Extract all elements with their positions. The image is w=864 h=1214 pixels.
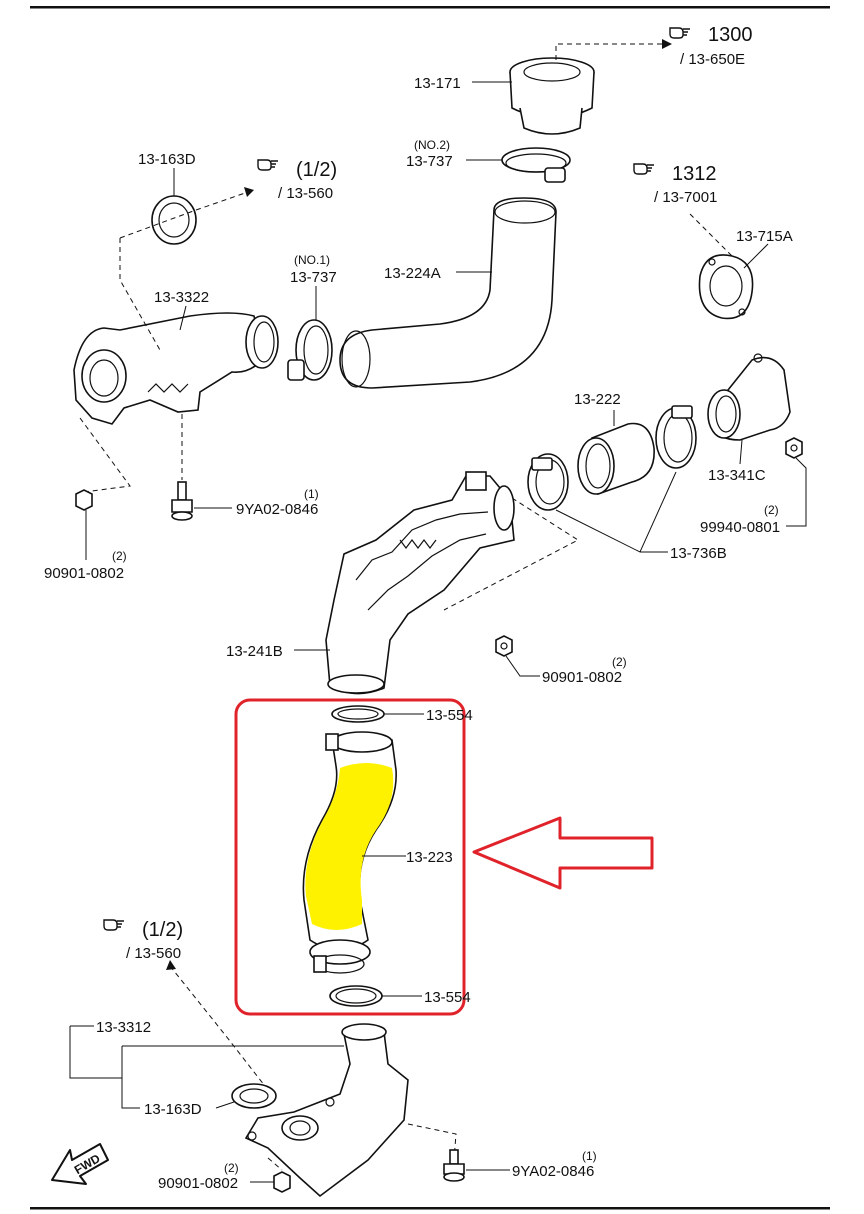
part-13-224a[interactable] bbox=[339, 197, 557, 389]
part-13-737-no2[interactable] bbox=[501, 147, 571, 183]
label-13-715a: 13-715A bbox=[736, 228, 793, 245]
part-9ya02-0846-bottom[interactable] bbox=[443, 1149, 465, 1182]
ref-1312[interactable]: 1312 / 13-7001 bbox=[633, 163, 717, 206]
part-13-737-no1[interactable] bbox=[287, 319, 333, 381]
part-13-341c[interactable] bbox=[707, 353, 791, 441]
ref-1312-num: 1312 bbox=[672, 163, 717, 185]
highlight-box bbox=[234, 698, 466, 1016]
frame-bottom bbox=[30, 1207, 830, 1210]
label-99940: 99940-0801 bbox=[700, 519, 780, 536]
label-13-241b: 13-241B bbox=[226, 643, 283, 660]
part-99940-0801[interactable] bbox=[785, 437, 803, 459]
label-9ya02-top-qty: (1) bbox=[304, 487, 319, 501]
callout-arrow-icon bbox=[472, 816, 654, 890]
label-9ya02-bottom: 9YA02-0846 bbox=[512, 1163, 594, 1180]
ref-1300-sub: / 13-650E bbox=[680, 51, 745, 68]
part-13-736b-right[interactable] bbox=[655, 405, 697, 469]
ref-1312-sub: / 13-7001 bbox=[654, 189, 717, 206]
label-13-222: 13-222 bbox=[574, 391, 621, 408]
label-90901-mid-qty: (2) bbox=[612, 655, 627, 669]
part-13-554-bottom[interactable] bbox=[329, 985, 383, 1007]
label-13-171: 13-171 bbox=[414, 75, 461, 92]
pointing-hand-icon bbox=[257, 159, 279, 171]
label-13-163d-top: 13-163D bbox=[138, 151, 196, 168]
label-90901-bottom-qty: (2) bbox=[224, 1161, 239, 1175]
part-13-3322[interactable] bbox=[73, 312, 279, 425]
forward-arrow-icon: FWD bbox=[51, 1143, 109, 1185]
part-13-554-top[interactable] bbox=[331, 705, 385, 723]
ref-1-2-bottom-sub: / 13-560 bbox=[126, 945, 181, 962]
label-13-163d-bottom: 13-163D bbox=[144, 1101, 202, 1118]
part-9ya02-0846-top[interactable] bbox=[171, 481, 193, 521]
label-13-737-no1-note: (NO.1) bbox=[294, 253, 330, 267]
ref-1300-num: 1300 bbox=[708, 24, 753, 46]
ref-1-2-top-sub: / 13-560 bbox=[278, 185, 333, 202]
label-90901-mid: 90901-0802 bbox=[542, 669, 622, 686]
part-13-3312[interactable] bbox=[244, 1023, 409, 1198]
label-13-3312: 13-3312 bbox=[96, 1019, 151, 1036]
label-13-737-no1: 13-737 bbox=[290, 269, 337, 286]
pointing-hand-icon bbox=[669, 27, 691, 39]
ref-1300[interactable]: 1300 / 13-650E bbox=[669, 24, 753, 68]
part-13-222[interactable] bbox=[577, 422, 655, 496]
part-90901-0802-mid[interactable] bbox=[495, 635, 513, 657]
part-13-223[interactable] bbox=[302, 731, 397, 974]
part-90901-0802-left[interactable] bbox=[75, 489, 93, 511]
part-90901-0802-bottom[interactable] bbox=[273, 1171, 291, 1193]
part-13-715a[interactable] bbox=[698, 254, 754, 320]
label-9ya02-top: 9YA02-0846 bbox=[236, 501, 318, 518]
part-13-241b[interactable] bbox=[325, 471, 515, 695]
label-99940-qty: (2) bbox=[764, 503, 779, 517]
label-13-554-top: 13-554 bbox=[426, 707, 473, 724]
ref-1-2-top[interactable]: (1/2) / 13-560 bbox=[257, 159, 337, 202]
label-13-341c: 13-341C bbox=[708, 467, 766, 484]
ref-1-2-bottom-num: (1/2) bbox=[142, 919, 183, 941]
ref-1-2-bottom[interactable]: (1/2) / 13-560 bbox=[103, 919, 183, 962]
label-90901-0802-left-qty: (2) bbox=[112, 549, 127, 563]
label-13-224a: 13-224A bbox=[384, 265, 441, 282]
pointing-hand-icon bbox=[103, 919, 125, 931]
label-13-737-no2: 13-737 bbox=[406, 153, 453, 170]
label-9ya02-bottom-qty: (1) bbox=[582, 1149, 597, 1163]
part-13-163d-bottom[interactable] bbox=[231, 1083, 277, 1109]
label-90901-bottom: 90901-0802 bbox=[158, 1175, 238, 1192]
part-13-171[interactable] bbox=[509, 57, 595, 135]
part-13-736b-left[interactable] bbox=[527, 453, 569, 511]
ref-1-2-top-num: (1/2) bbox=[296, 159, 337, 181]
label-13-736b: 13-736B bbox=[670, 545, 727, 562]
label-90901-0802-left: 90901-0802 bbox=[44, 565, 124, 582]
label-13-737-no2-note: (NO.2) bbox=[414, 138, 450, 152]
label-13-554-bottom: 13-554 bbox=[424, 989, 471, 1006]
label-13-3322: 13-3322 bbox=[154, 289, 209, 306]
label-13-223: 13-223 bbox=[406, 849, 453, 866]
frame-top bbox=[30, 6, 830, 9]
pointing-hand-icon bbox=[633, 163, 655, 175]
part-13-163d-top[interactable] bbox=[151, 195, 197, 245]
